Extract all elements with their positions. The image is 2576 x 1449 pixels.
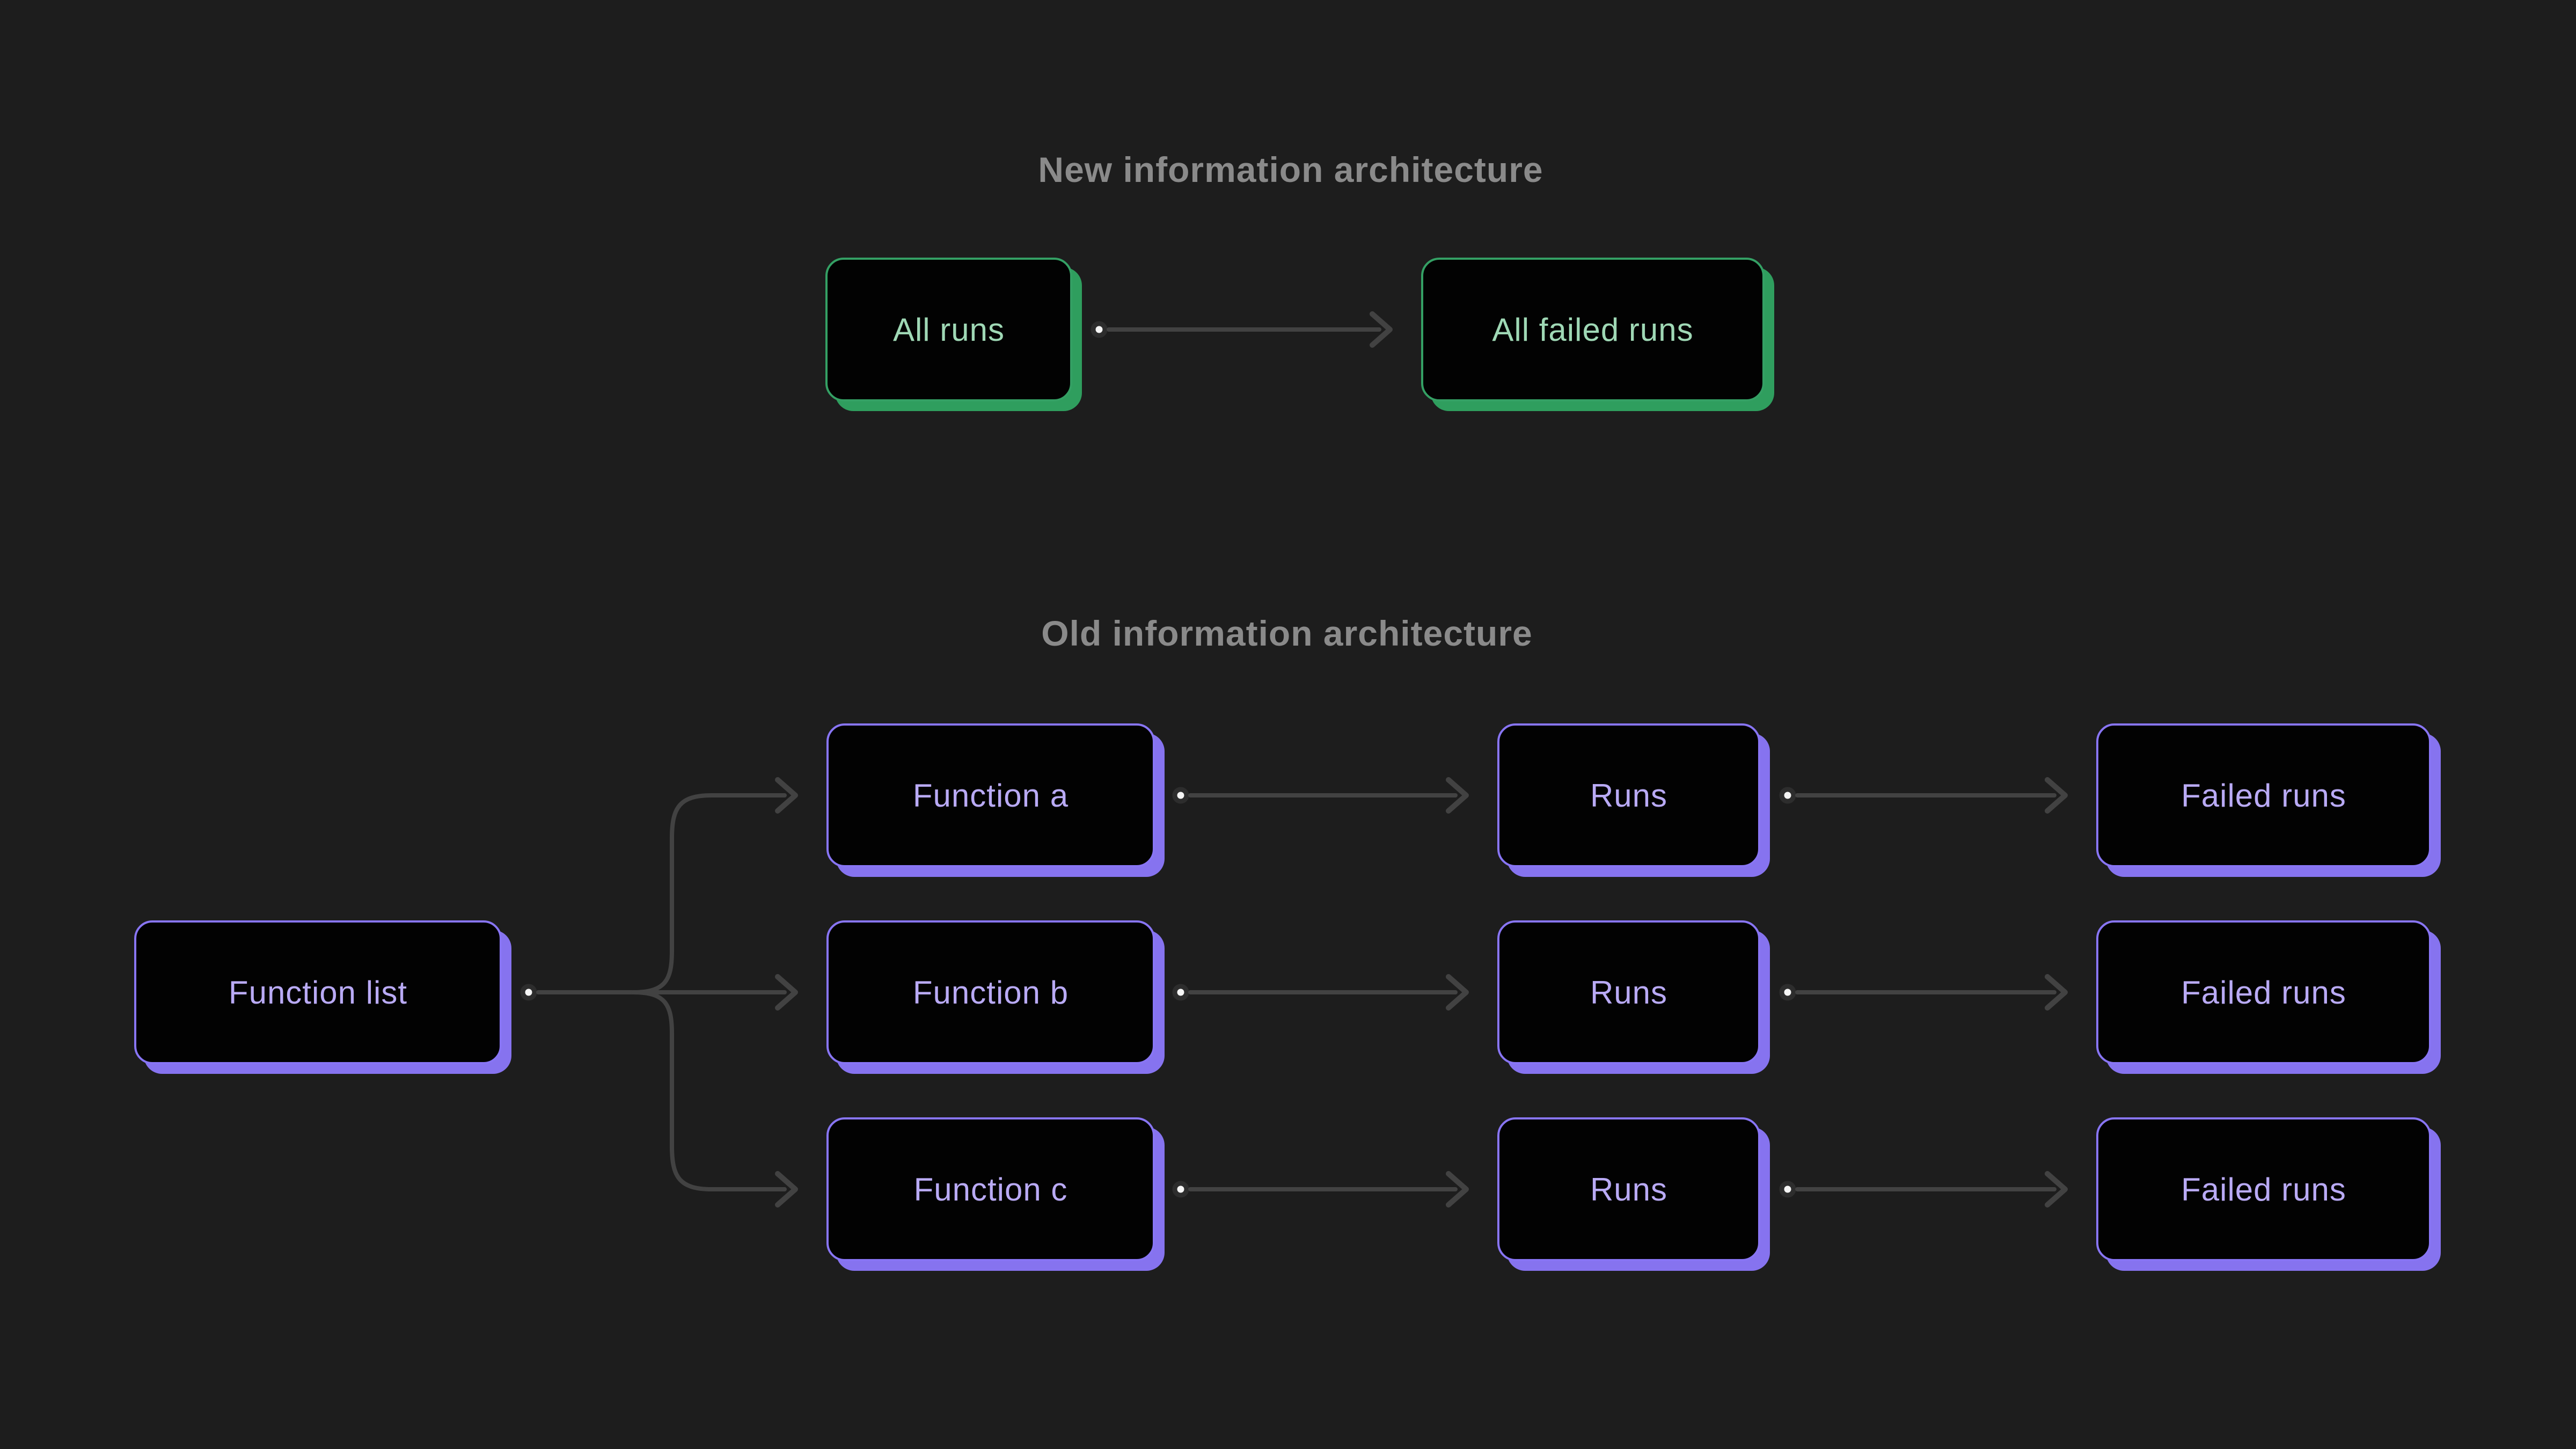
node-function-b: Function b [826, 920, 1155, 1064]
node-runs-a: Runs [1497, 723, 1760, 867]
edge-functionlist-fork [520, 777, 798, 1208]
arrowhead-icon [1446, 777, 1469, 814]
edge-row1 [1172, 777, 2068, 814]
arrowhead-icon [1370, 311, 1393, 348]
edge-origin-dot [520, 984, 537, 1001]
edge-row2 [1172, 974, 2068, 1011]
arrowhead-icon [2045, 777, 2068, 814]
edge-origin-dot [1172, 787, 1189, 804]
node-label: Failed runs [2181, 1171, 2346, 1208]
arrowhead-icon [775, 777, 798, 814]
arrowhead-icon [2045, 1171, 2068, 1208]
edge-origin-dot [1091, 321, 1108, 338]
fork-branch-up-line [631, 793, 787, 994]
edge-origin-dot [1172, 1181, 1189, 1198]
edge-allruns-allfailedruns [1091, 311, 1393, 348]
edge-row3 [1172, 1171, 2068, 1208]
section-title-old: Old information architecture [1041, 613, 1533, 653]
fork-branch-down-line [631, 990, 787, 1191]
node-label: Runs [1590, 974, 1668, 1011]
node-label: Failed runs [2181, 777, 2346, 814]
node-label: Failed runs [2181, 974, 2346, 1011]
arrowhead-icon [775, 974, 798, 1011]
arrowhead-icon [1446, 974, 1469, 1011]
section-title-new: New information architecture [1038, 150, 1543, 189]
node-label: Function list [228, 974, 408, 1011]
node-function-list: Function list [134, 920, 502, 1064]
edge-origin-dot [1779, 1181, 1796, 1198]
node-all-runs: All runs [825, 258, 1072, 401]
node-function-a: Function a [826, 723, 1155, 867]
node-failed-runs-c: Failed runs [2096, 1117, 2431, 1261]
node-label: All runs [892, 311, 1005, 348]
node-runs-c: Runs [1497, 1117, 1760, 1261]
node-label: Function c [913, 1171, 1068, 1208]
edge-origin-dot [1779, 787, 1796, 804]
arrowhead-icon [1446, 1171, 1469, 1208]
node-label: Function b [912, 974, 1069, 1011]
node-failed-runs-b: Failed runs [2096, 920, 2431, 1064]
node-all-failed-runs: All failed runs [1421, 258, 1765, 401]
node-label: All failed runs [1492, 311, 1694, 348]
node-function-c: Function c [826, 1117, 1155, 1261]
arrowhead-icon [2045, 974, 2068, 1011]
node-label: Runs [1590, 777, 1668, 814]
edge-origin-dot [1172, 984, 1189, 1001]
node-label: Runs [1590, 1171, 1668, 1208]
node-label: Function a [912, 777, 1069, 814]
node-failed-runs-a: Failed runs [2096, 723, 2431, 867]
arrowhead-icon [775, 1171, 798, 1208]
edge-origin-dot [1779, 984, 1796, 1001]
node-runs-b: Runs [1497, 920, 1760, 1064]
